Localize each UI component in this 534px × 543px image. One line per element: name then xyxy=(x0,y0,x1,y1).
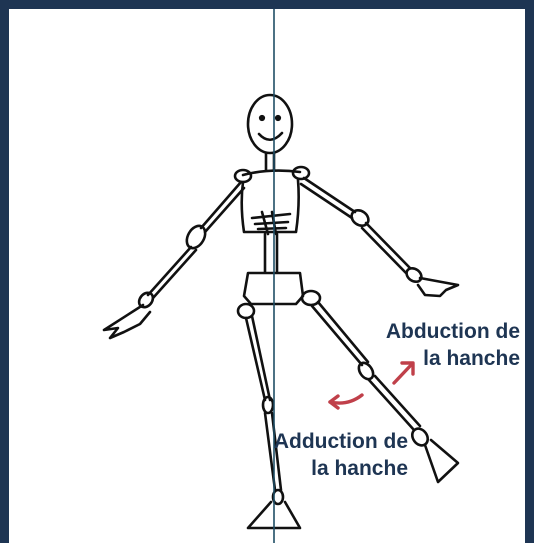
adduction-label-line-1: Adduction de xyxy=(262,428,408,455)
skeleton-head xyxy=(248,95,292,153)
abduction-label-line-1: Abduction de xyxy=(370,318,520,345)
adduction-label: Adduction de la hanche xyxy=(262,428,408,482)
spine xyxy=(265,234,277,272)
left-arm xyxy=(104,182,244,338)
abduction-label: Abduction de la hanche xyxy=(370,318,520,372)
abduction-label-line-2: la hanche xyxy=(370,345,520,372)
skeleton-neck xyxy=(266,153,274,170)
rib-cage xyxy=(242,180,299,234)
adduction-arrow-icon xyxy=(330,395,362,408)
left-leg xyxy=(246,316,300,528)
right-arm xyxy=(301,178,458,296)
adduction-label-line-2: la hanche xyxy=(262,455,408,482)
